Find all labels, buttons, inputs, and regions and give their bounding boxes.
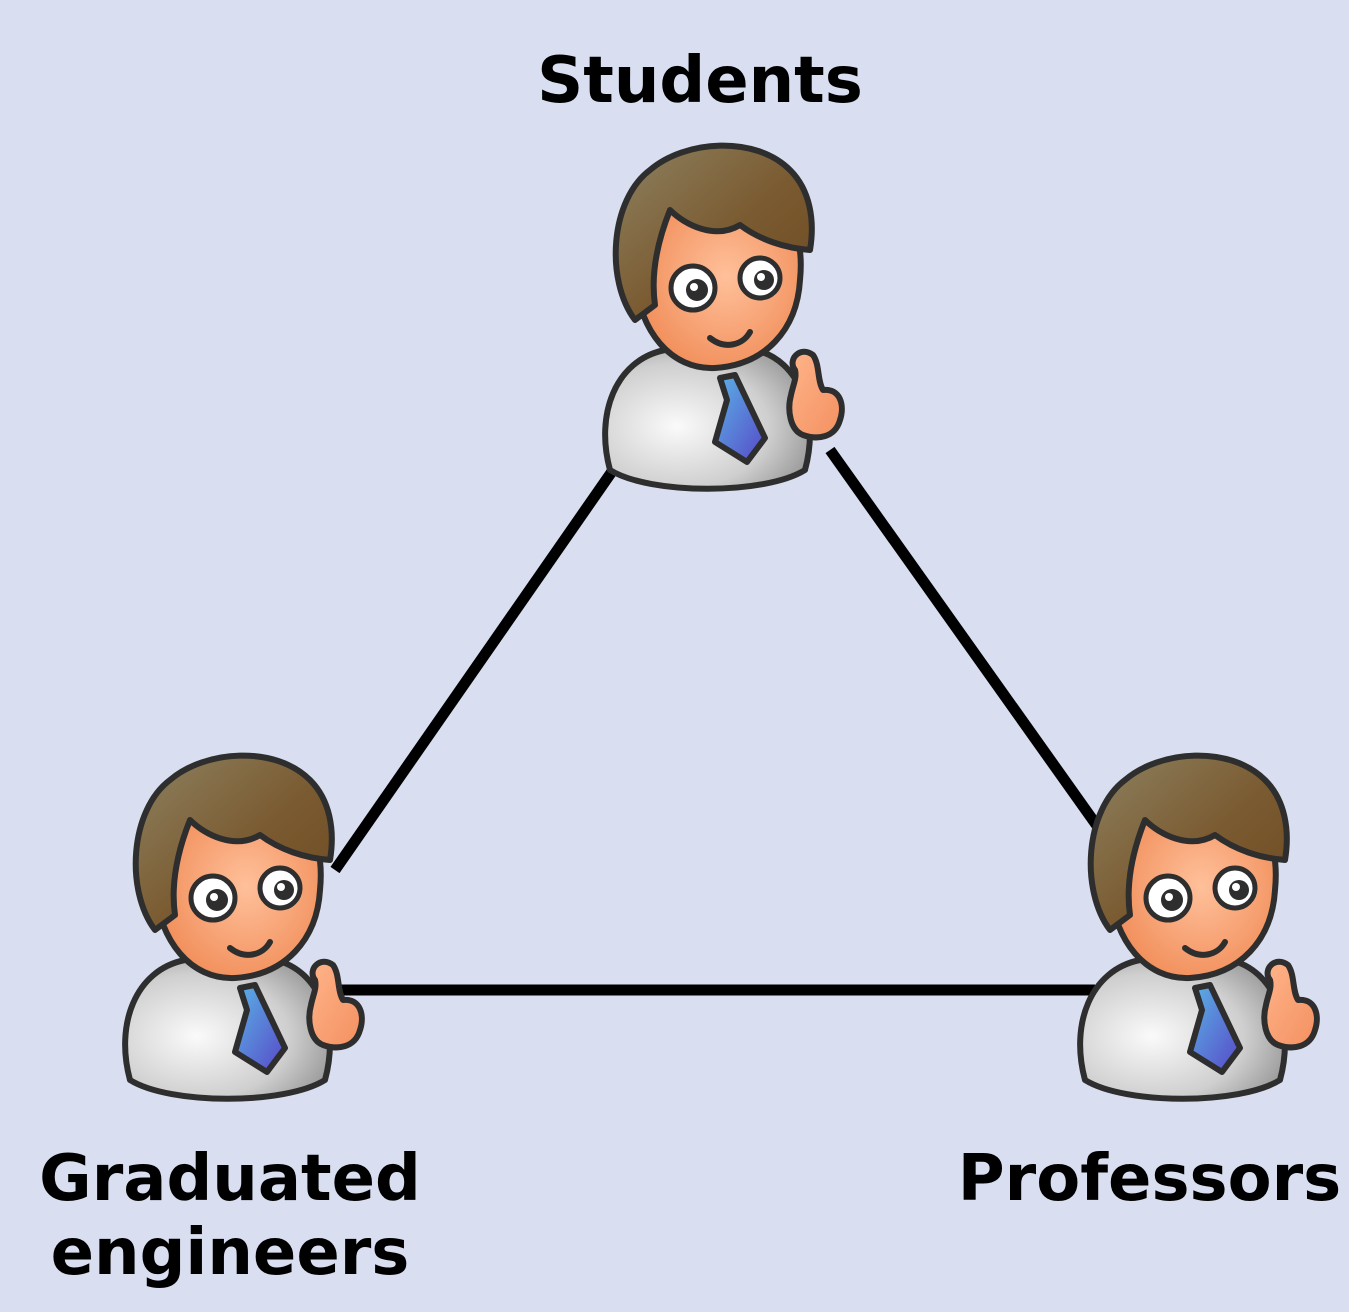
node-label-professors: Professors — [957, 1142, 1342, 1216]
person-icon-students — [605, 146, 842, 489]
node-label-graduated-line1: Graduated — [39, 1142, 421, 1216]
node-label-graduated-engineers: Graduated engineers — [30, 1142, 430, 1290]
edge-students-professors — [825, 446, 1105, 834]
node-label-graduated-line2: engineers — [50, 1216, 410, 1290]
person-icon-graduated — [125, 756, 362, 1099]
node-label-students: Students — [537, 44, 863, 118]
edge-students-graduated — [330, 456, 625, 874]
person-icon-professors — [1080, 756, 1317, 1099]
